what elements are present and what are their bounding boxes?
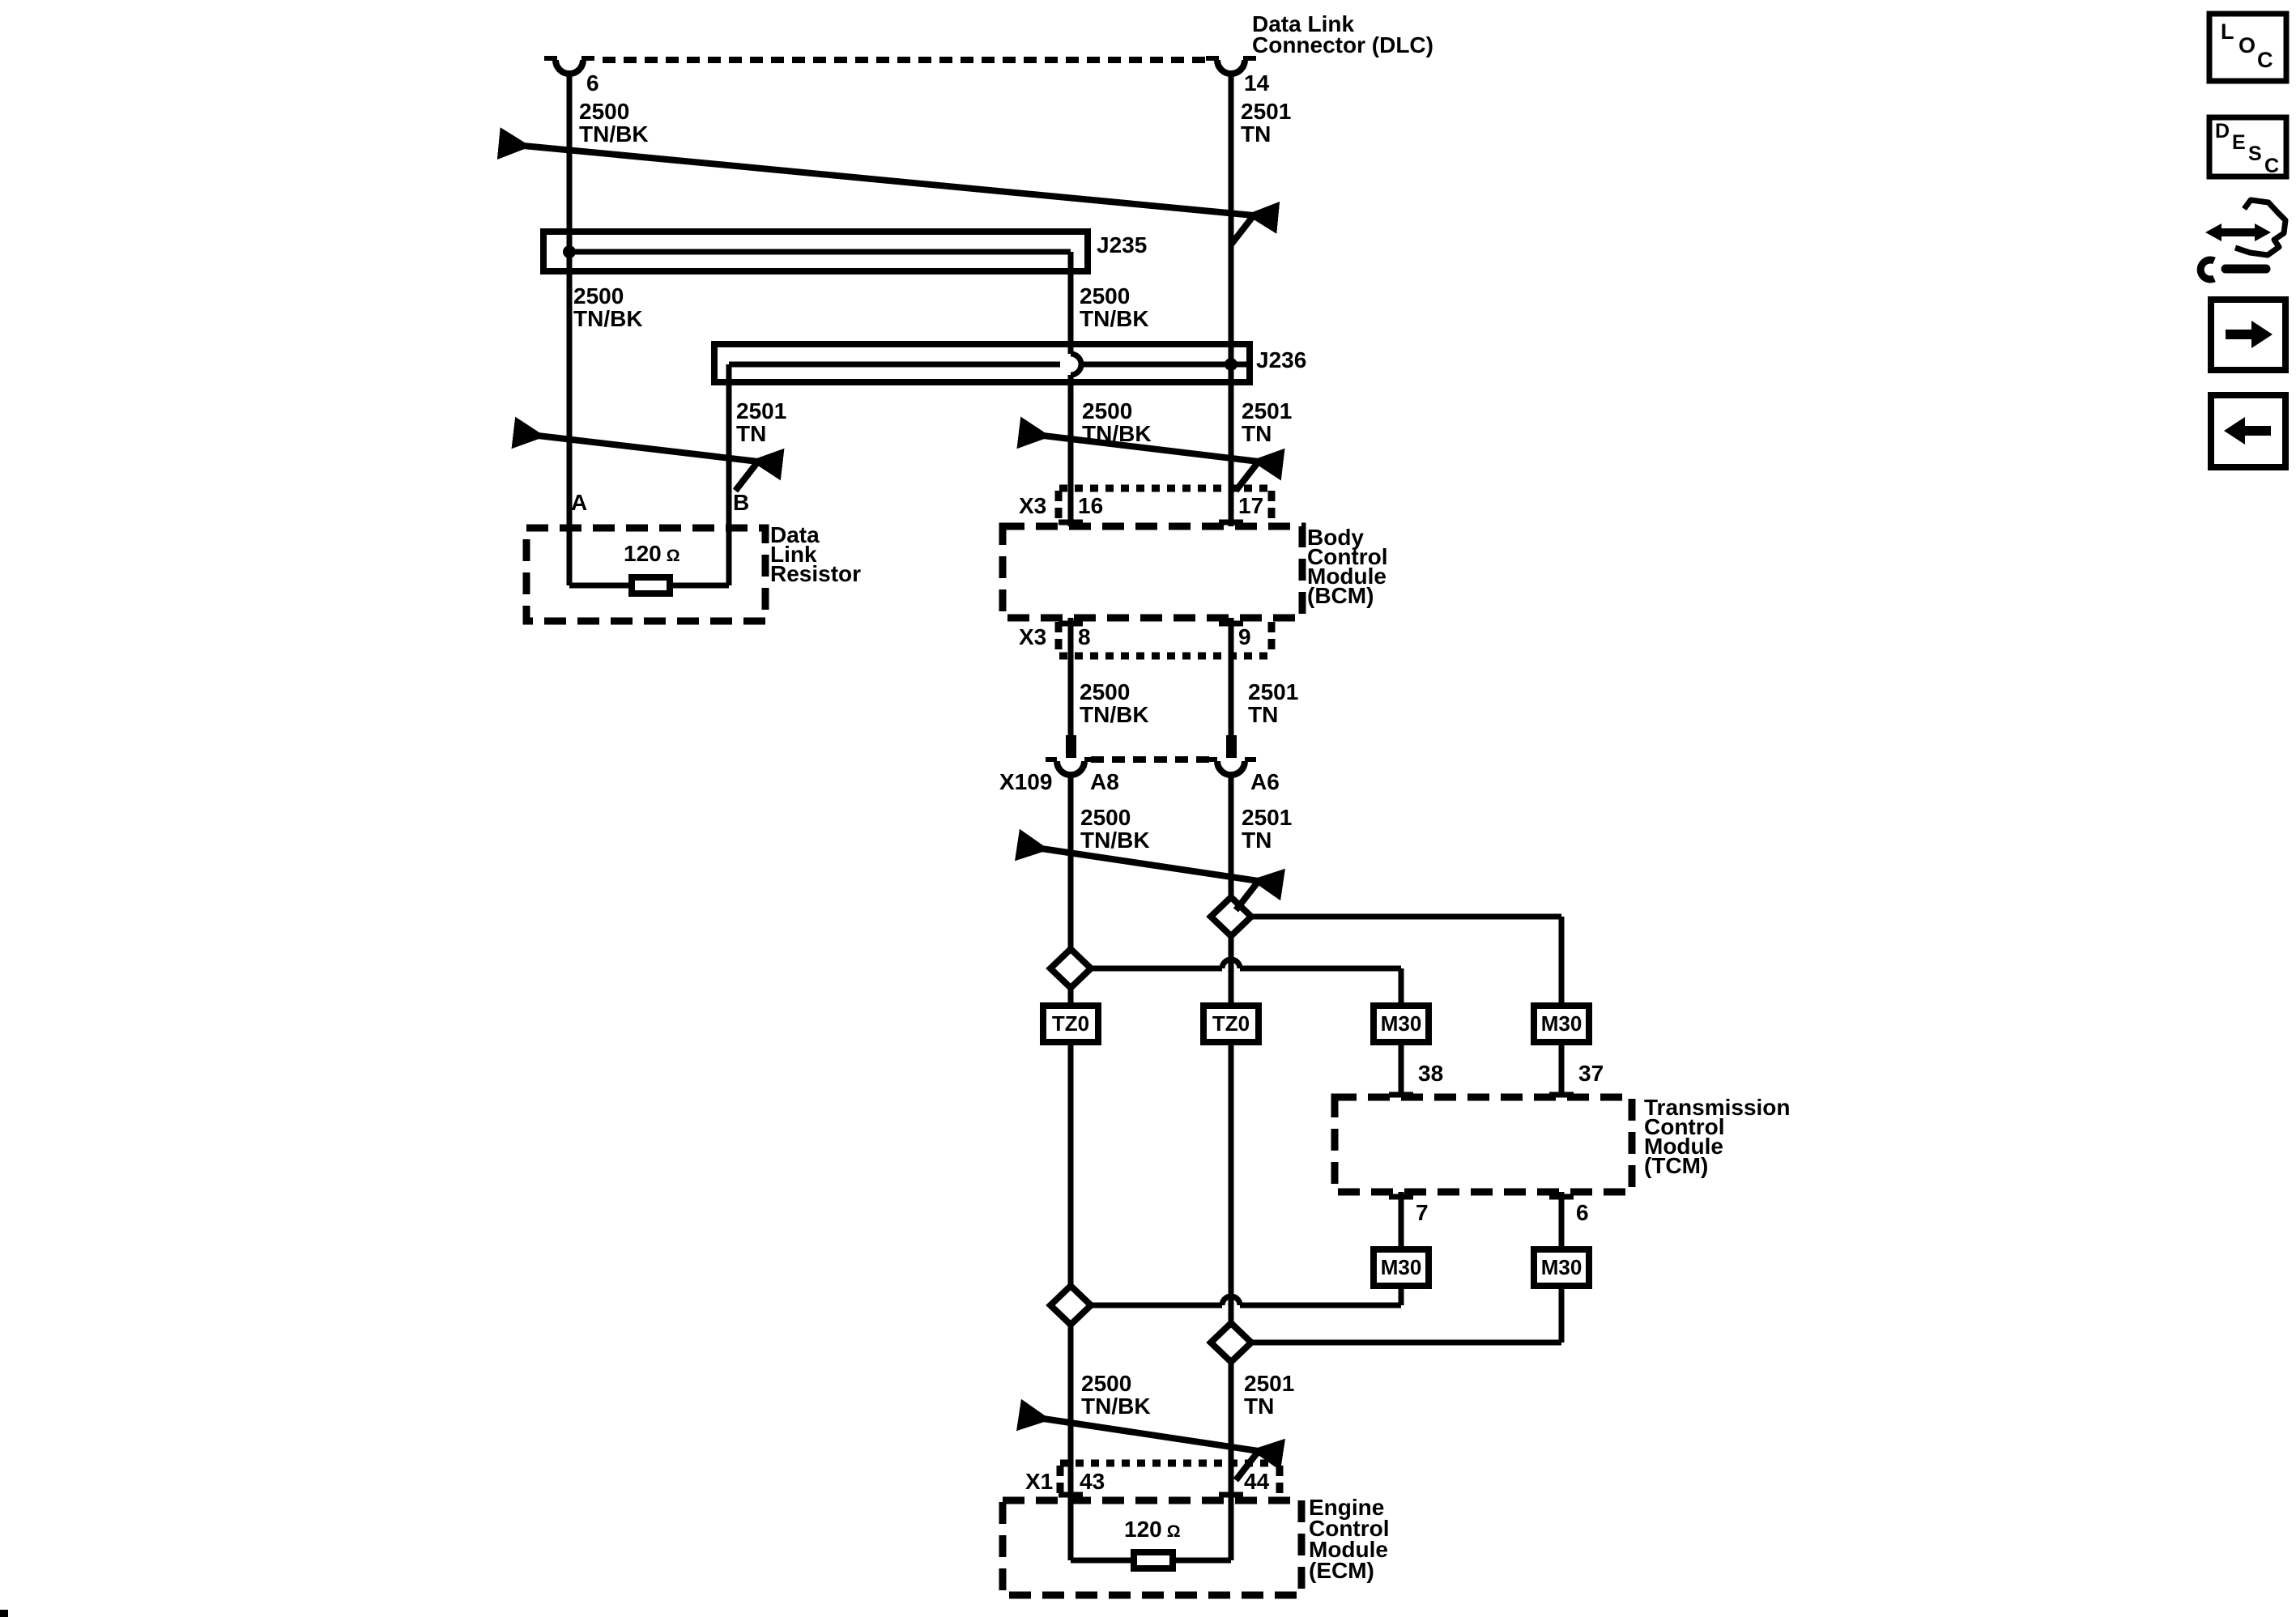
wire-label-2501: 2501 TN <box>736 398 787 446</box>
dlr-name: Data Link Resistor <box>770 522 862 586</box>
x109-pin-a6: A6 <box>1250 769 1280 794</box>
wire-label-2500: 2500 TN/BK <box>1081 1371 1151 1419</box>
tcm-pin-6: 6 <box>1576 1200 1589 1225</box>
bcm-pin-8: 8 <box>1078 624 1091 649</box>
bus-junction-diamonds <box>1046 892 1256 1367</box>
back-button[interactable] <box>2211 395 2285 467</box>
splice-label-j235: J235 <box>1097 232 1148 257</box>
bcm-pin-17: 17 <box>1238 493 1264 518</box>
bcm-pin-16: 16 <box>1078 493 1104 518</box>
ecm-pin-44: 44 <box>1244 1469 1270 1494</box>
ecm-connector-x1: X1 <box>1025 1469 1054 1494</box>
wire-label-2500: 2500 TN/BK <box>1082 398 1152 446</box>
repair-instructions-icon[interactable] <box>2196 197 2289 283</box>
dlr-pin-b: B <box>733 490 750 515</box>
desc-button[interactable] <box>2209 117 2286 177</box>
connector-tz0: TZ0 <box>1051 1011 1090 1036</box>
wire-label-2500: 2500 TN/BK <box>1080 805 1150 853</box>
ecm-name: Engine Control Module (ECM) <box>1309 1495 1390 1583</box>
x109-label: X109 <box>999 769 1053 794</box>
ohm-symbol: Ω <box>666 547 680 565</box>
tcm-box <box>1331 1091 1636 1200</box>
inline-connector-boxes <box>1040 1002 1592 1289</box>
dlc-pin-14: 14 <box>1244 70 1270 96</box>
tcm-pin-38: 38 <box>1418 1061 1444 1086</box>
dlc-title: Data Link Connector (DLC) <box>1252 11 1433 57</box>
forward-button[interactable] <box>2211 300 2285 370</box>
splice-label-j236: J236 <box>1256 347 1307 372</box>
bcm-pin-9: 9 <box>1238 624 1251 649</box>
splice-j235 <box>540 228 1091 274</box>
loc-icon-letter-l: L <box>2221 19 2234 44</box>
tcm-pin-7: 7 <box>1416 1200 1429 1225</box>
bcm-connector-x3-top: X3 <box>1019 493 1047 518</box>
loc-button[interactable] <box>2209 14 2286 81</box>
wire-2500-dlc-to-resistor <box>566 73 732 589</box>
bcm-connector-x3-bottom: X3 <box>1019 624 1047 649</box>
loc-icon[interactable] <box>2206 11 2290 84</box>
bcm-name: Body Control Module (BCM) <box>1307 525 1388 608</box>
branch-tcm-7-to-2500 <box>1091 1192 1404 1308</box>
ohm-symbol: Ω <box>1166 1522 1181 1541</box>
page-corner-mark <box>0 1610 8 1617</box>
wire-label-2500: 2500 TN/BK <box>579 99 649 147</box>
x109-connector-symbols <box>1046 735 1256 778</box>
ecm-pin-43: 43 <box>1080 1469 1105 1494</box>
desc-icon-letter-e: E <box>2232 131 2246 154</box>
tcm-name: Transmission Control Module (TCM) <box>1644 1095 1791 1178</box>
dlc-connector-symbols <box>544 56 1256 77</box>
wire-label-2501: 2501 TN <box>1241 99 1292 147</box>
back-arrow-icon[interactable] <box>2208 392 2289 470</box>
connector-m30: M30 <box>1380 1011 1422 1036</box>
twisted-pair-symbols <box>496 127 1286 1483</box>
forward-arrow-icon[interactable] <box>2208 296 2289 373</box>
data-link-resistor-box <box>522 524 769 625</box>
loc-icon-letter-c: C <box>2257 48 2273 72</box>
wire-label-2501: 2501 TN <box>1242 805 1293 853</box>
desc-icon[interactable] <box>2206 114 2290 180</box>
bcm-box <box>999 484 1306 660</box>
desc-icon-letter-c: C <box>2264 155 2280 177</box>
desc-icon-letter-s: S <box>2248 143 2262 165</box>
desc-icon-letter-d: D <box>2215 120 2230 143</box>
splice-j236 <box>711 341 1253 385</box>
tcm-pin-37: 37 <box>1578 1061 1604 1086</box>
connector-m30: M30 <box>1540 1011 1582 1036</box>
dlr-pin-a: A <box>571 490 588 515</box>
wire-label-2500: 2500 TN/BK <box>1080 679 1149 727</box>
wire-label-2501: 2501 TN <box>1242 398 1293 446</box>
connector-tz0: TZ0 <box>1212 1011 1250 1036</box>
connector-m30: M30 <box>1540 1255 1582 1279</box>
loc-icon-letter-o: O <box>2238 33 2256 57</box>
wire-label-2500: 2500 TN/BK <box>573 283 643 331</box>
wire-label-2500: 2500 TN/BK <box>1080 283 1149 331</box>
connector-m30: M30 <box>1380 1255 1422 1279</box>
repair-instructions-button[interactable] <box>2201 194 2290 283</box>
x109-pin-a8: A8 <box>1090 769 1119 794</box>
wire-label-2501: 2501 TN <box>1248 679 1299 727</box>
wire-label-2501: 2501 TN <box>1244 1371 1295 1419</box>
dlc-pin-6: 6 <box>586 70 599 96</box>
